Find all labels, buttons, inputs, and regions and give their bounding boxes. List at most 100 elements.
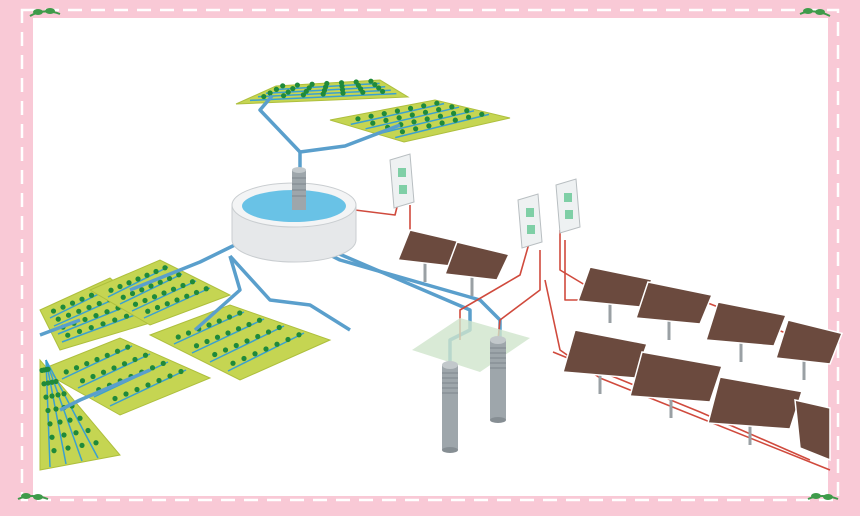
crop-plant [93,313,99,319]
crop-plant [88,292,95,298]
crop-plant [65,445,71,451]
crop-plant [309,81,315,87]
crop-plant [176,272,182,278]
crop-plant [360,89,366,95]
crop-plant [437,113,443,119]
crop-plant [422,109,429,115]
crop-plant [84,361,90,367]
crop-plant [281,93,287,99]
control-cabinet [555,178,581,234]
solar-panel-surface [794,399,831,462]
crop-plant [145,382,151,388]
crop-plant [145,308,151,314]
crop-plant [156,377,162,384]
crop-plant [214,334,221,340]
crop-plant [41,381,47,387]
crop-plant [55,316,61,322]
drip-line [61,310,145,343]
water-pipe [228,254,351,332]
leaf-sprig-icon [29,8,61,17]
crop-plant [104,309,110,315]
solar-panel [707,376,803,445]
drip-line [395,113,490,139]
crop-plant [161,290,167,296]
crop-plant [79,296,85,302]
crop-plant [88,325,94,331]
crop-plant [479,111,485,117]
drip-line [173,311,245,345]
solar-panel [775,319,844,380]
crop-plant [285,89,291,95]
crop-plant [123,313,130,319]
crop-plant [43,394,49,400]
crop-plant [114,348,121,354]
solar-panel-surface [443,241,511,281]
crop-plant [340,90,346,96]
crop-plant [421,103,427,109]
crop-plant [112,317,118,323]
crop-plant [407,105,414,111]
crop-plant [121,361,128,367]
crop-plant [261,93,267,100]
crop-plant [274,341,280,347]
drip-line [350,102,445,126]
water-reservoir [231,167,357,263]
crop-plant [320,91,326,97]
crop-plant [399,129,406,135]
crop-plant [148,283,154,289]
crop-plant [57,419,63,425]
leaf-sprig-icon [17,493,49,500]
solar-panel [634,281,714,340]
drip-line [77,353,151,389]
cabinet-body [555,178,581,234]
crop-plant [464,108,470,114]
leaf-sprig-icon [799,8,831,17]
crop-plant [235,326,242,332]
drip-line [109,369,187,407]
crop-plant [142,297,148,304]
crop-plant [413,126,419,132]
crop-plant [104,352,110,358]
crop-plant [82,316,88,323]
crop-plant [77,415,83,421]
crop-plant [79,442,85,448]
crop-plant [451,110,457,116]
well-pump [442,361,458,453]
crop-plant [368,113,374,119]
crop-plant [79,378,86,384]
solar-panel [443,241,511,296]
crop-plant [65,332,71,338]
crop-plant [144,272,150,278]
crop-plant [233,342,239,349]
crop-plant [255,333,261,340]
crop-plant [135,276,141,282]
crop-plant [142,352,149,358]
crop-plant [372,82,378,88]
crop-plant [100,321,106,327]
crop-plant [51,448,57,454]
crop-plant [111,365,117,371]
crop-plant [206,322,212,328]
reservoir-pump-top [292,167,306,173]
crop-plant [53,406,59,412]
cabinet-window [564,193,572,202]
equipment-layer [231,153,844,462]
crop-plant [225,330,231,336]
cabinet-body [389,153,415,209]
crop-plant [50,308,57,314]
crop-plant [426,123,432,129]
crop-plant [411,119,417,125]
crop-plant [241,355,247,362]
solar-panel-surface [634,281,714,325]
crop-plant [170,286,177,292]
crop-plant [73,430,79,436]
control-cabinet [389,153,415,209]
water-pipe [59,368,151,412]
crop-plant [244,338,250,344]
drip-line [209,325,285,363]
crop-plant [222,347,229,353]
crop-plant [368,78,374,84]
crop-plant [230,360,236,366]
crop-plant [108,287,114,293]
crop-plant [452,117,458,123]
